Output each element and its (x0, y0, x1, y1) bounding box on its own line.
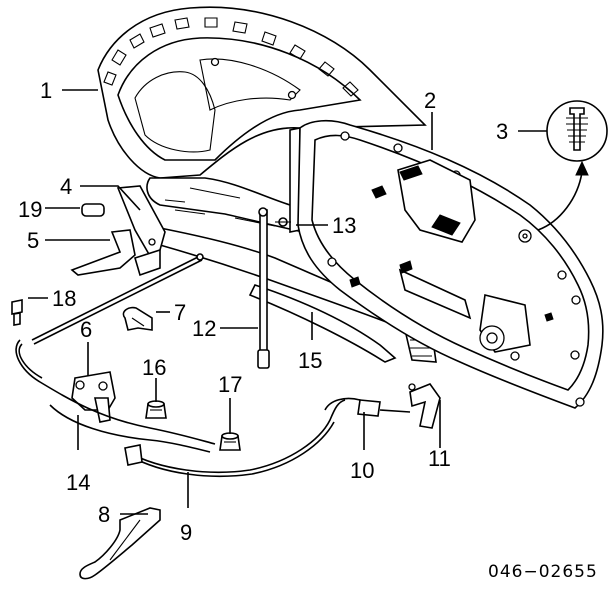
gas-strut (257, 207, 270, 369)
callout-1: 1 (40, 78, 52, 103)
cable-end-10 (324, 397, 411, 417)
hood-hinge (116, 185, 166, 277)
latch-handle (408, 383, 441, 429)
retainer-clip (11, 299, 23, 326)
release-cable-14 (15, 339, 216, 453)
callout-2: 2 (424, 88, 436, 113)
hinge-bracket (70, 229, 136, 276)
reference-code: 046−02655 (488, 562, 598, 582)
callout-17: 17 (218, 372, 242, 397)
callout-10: 10 (350, 458, 374, 483)
grommet-17 (219, 432, 241, 451)
callout-11: 11 (428, 446, 451, 471)
release-cable-9 (124, 399, 346, 478)
clip-detail (537, 100, 608, 231)
callout-16: 16 (142, 355, 166, 380)
callout-3: 3 (496, 119, 508, 144)
callout-19: 19 (18, 197, 42, 222)
callout-6: 6 (80, 317, 92, 342)
callout-4: 4 (60, 174, 72, 199)
callout-5: 5 (27, 228, 39, 253)
hood-insulator (297, 119, 604, 409)
callout-9: 9 (180, 520, 192, 545)
fastener-13 (275, 217, 291, 227)
callout-7: 7 (174, 300, 186, 325)
release-handle (79, 507, 161, 580)
callout-numbers: 1 2 3 4 5 6 7 8 9 10 11 12 13 14 15 16 1… (18, 78, 508, 545)
callout-15: 15 (298, 348, 322, 373)
callout-18: 18 (52, 286, 76, 311)
bumper-pad (81, 203, 105, 217)
callout-8: 8 (98, 502, 110, 527)
hood-latch (71, 371, 116, 423)
leader-lines (28, 89, 547, 515)
prop-rod (31, 253, 204, 345)
grommet-16 (145, 400, 167, 419)
callout-14: 14 (66, 470, 90, 495)
hook-clip (122, 306, 153, 331)
callout-13: 13 (332, 213, 356, 238)
callout-12: 12 (192, 316, 216, 341)
